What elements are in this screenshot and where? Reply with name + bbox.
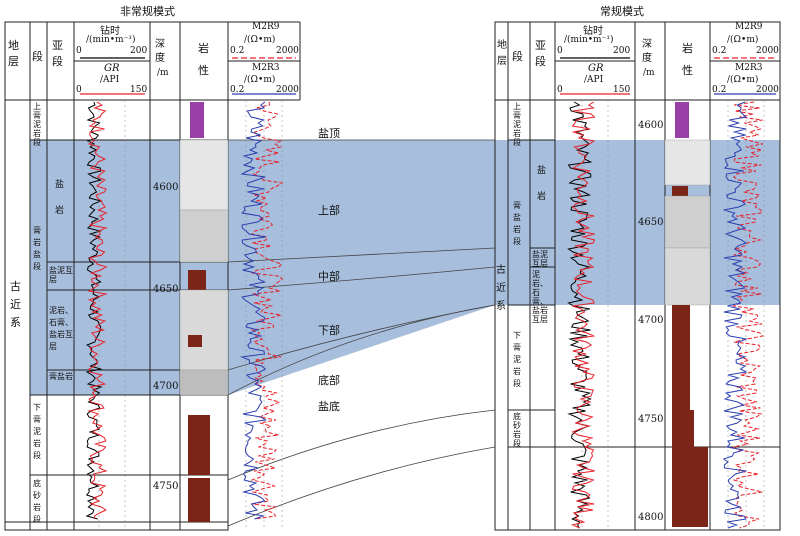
- scale-res-max2-right: 2000: [756, 85, 779, 95]
- header-drill-unit-left: /(min•m⁻¹): [86, 35, 136, 45]
- header-m2r3-left: M2R3: [252, 63, 280, 73]
- section-label-left-1: 上膏泥岩段: [33, 102, 41, 147]
- header-drill-time-right: 钻时: [583, 26, 603, 37]
- header-depth-unit-left: /m: [157, 68, 169, 78]
- header-depth-right: 深度: [642, 39, 652, 64]
- header-subsection-right: 亚段: [535, 39, 546, 68]
- gr-curve-left: [87, 101, 108, 519]
- header-m2r3-right: M2R3: [735, 63, 763, 73]
- header-section-left: 段: [32, 50, 43, 63]
- section-label-right-1: 上膏泥岩段: [513, 102, 521, 147]
- scale-gr-min-left: 0: [76, 85, 82, 95]
- header-gr-unit-right: /API: [584, 75, 604, 85]
- scale-gr-min-right: 0: [557, 85, 563, 95]
- scale-res-min-right: 0.2: [712, 46, 727, 56]
- m2r3-curve-left: [239, 101, 267, 520]
- header-drill-unit-right: /(min•m⁻¹): [564, 35, 614, 45]
- header-drill-time-left: 钻时: [100, 26, 120, 37]
- section-label-left-2: 膏岩盐段: [33, 226, 41, 271]
- scale-gr-max-right: 150: [613, 85, 631, 95]
- system-label-left: 古近系: [10, 280, 21, 329]
- header-m2r9-right: M2R9: [735, 22, 763, 32]
- m2r9-curve-right: [732, 101, 764, 529]
- subsection-label-left-3: 泥岩、石膏、盐岩互层: [49, 306, 73, 351]
- scale-res-max2-left: 2000: [276, 85, 299, 95]
- header-depth-left: 深度: [155, 39, 165, 64]
- depth-left-4750: 4750: [153, 481, 179, 492]
- title-left: 非常规模式: [120, 5, 175, 18]
- lithology-left: [179, 102, 229, 522]
- subsection-label-right-3: 泥岩、石膏、盐岩互层: [532, 270, 548, 324]
- subsection-label-left-4: 膏盐岩: [49, 372, 73, 381]
- scale-res-max-left: 2000: [276, 46, 299, 56]
- zone-label-middle: 中部: [318, 270, 340, 283]
- header-section-right: 段: [512, 50, 523, 63]
- header-gr-left: GR: [104, 63, 120, 74]
- scale-drill-min-right: 0: [557, 46, 563, 56]
- m2r3-curve-right: [722, 101, 749, 529]
- depth-right-4700: 4700: [638, 315, 664, 326]
- drill-curve-left: [85, 101, 103, 520]
- scale-res-min-left: 0.2: [230, 46, 245, 56]
- header-lithology-left: 岩性: [198, 42, 209, 77]
- header-gr-right: GR: [588, 63, 604, 74]
- header-depth-unit-right: /m: [643, 68, 655, 78]
- gr-curve-right: [570, 101, 596, 529]
- subsection-label-left-2: 盐泥互层: [49, 266, 73, 284]
- m2r9-curve-left: [250, 101, 284, 520]
- scale-res-min2-left: 0.2: [230, 85, 245, 95]
- depth-right-4750: 4750: [638, 414, 664, 425]
- depth-right-4600: 4600: [638, 120, 664, 131]
- header-m2r3-unit-left: /(Ω•m): [244, 75, 276, 85]
- legend-swatches: [80, 57, 776, 95]
- depth-left-4700: 4700: [153, 381, 179, 392]
- depth-right-4650: 4650: [638, 217, 664, 228]
- zone-label-salt-top: 盐顶: [318, 127, 340, 140]
- log-curves: [85, 101, 764, 529]
- system-label-right: 古近系: [496, 265, 506, 312]
- lithology-right: [664, 102, 711, 527]
- track-gridlines: [98, 100, 765, 530]
- header-stratum-right: 地层: [497, 40, 507, 67]
- subsection-label-left-1: 盐岩: [55, 180, 65, 216]
- header-stratum-left: 地层: [8, 39, 19, 68]
- header-m2r9-unit-right: /(Ω•m): [727, 35, 759, 45]
- section-label-left-3: 下膏泥岩段: [33, 403, 41, 460]
- zone-label-salt-base: 盐底: [318, 400, 340, 413]
- zone-label-lower: 下部: [318, 324, 340, 337]
- scale-res-min2-right: 0.2: [712, 85, 727, 95]
- zone-label-upper: 上部: [318, 204, 340, 217]
- header-m2r9-unit-left: /(Ω•m): [244, 35, 276, 45]
- header-gr-unit-left: /API: [100, 75, 120, 85]
- scale-res-max-right: 2000: [756, 46, 779, 56]
- zone-label-bottom: 底部: [318, 374, 340, 387]
- section-label-right-3: 下膏泥岩段: [513, 331, 521, 388]
- scale-gr-max-left: 150: [130, 85, 148, 95]
- header-m2r3-unit-right: /(Ω•m): [727, 75, 759, 85]
- section-label-right-2: 膏盐岩段: [513, 201, 521, 246]
- depth-right-4800: 4800: [638, 512, 664, 523]
- depth-left-4650: 4650: [153, 284, 179, 295]
- scale-drill-max-right: 200: [613, 46, 631, 56]
- section-label-right-4: 底砂岩段: [513, 412, 521, 448]
- header-m2r9-left: M2R9: [252, 22, 280, 32]
- header-subsection-left: 亚段: [52, 39, 63, 68]
- header-lithology-right: 岩性: [682, 42, 693, 77]
- depth-left-4600: 4600: [153, 182, 179, 193]
- scale-drill-min-left: 0: [76, 46, 82, 56]
- section-label-left-4: 底砂岩段: [33, 479, 41, 524]
- subsection-label-right-2: 盐泥互层: [532, 250, 548, 268]
- subsection-label-right-1: 盐岩: [537, 166, 547, 202]
- scale-drill-max-left: 200: [130, 46, 148, 56]
- title-right: 常规模式: [600, 5, 644, 18]
